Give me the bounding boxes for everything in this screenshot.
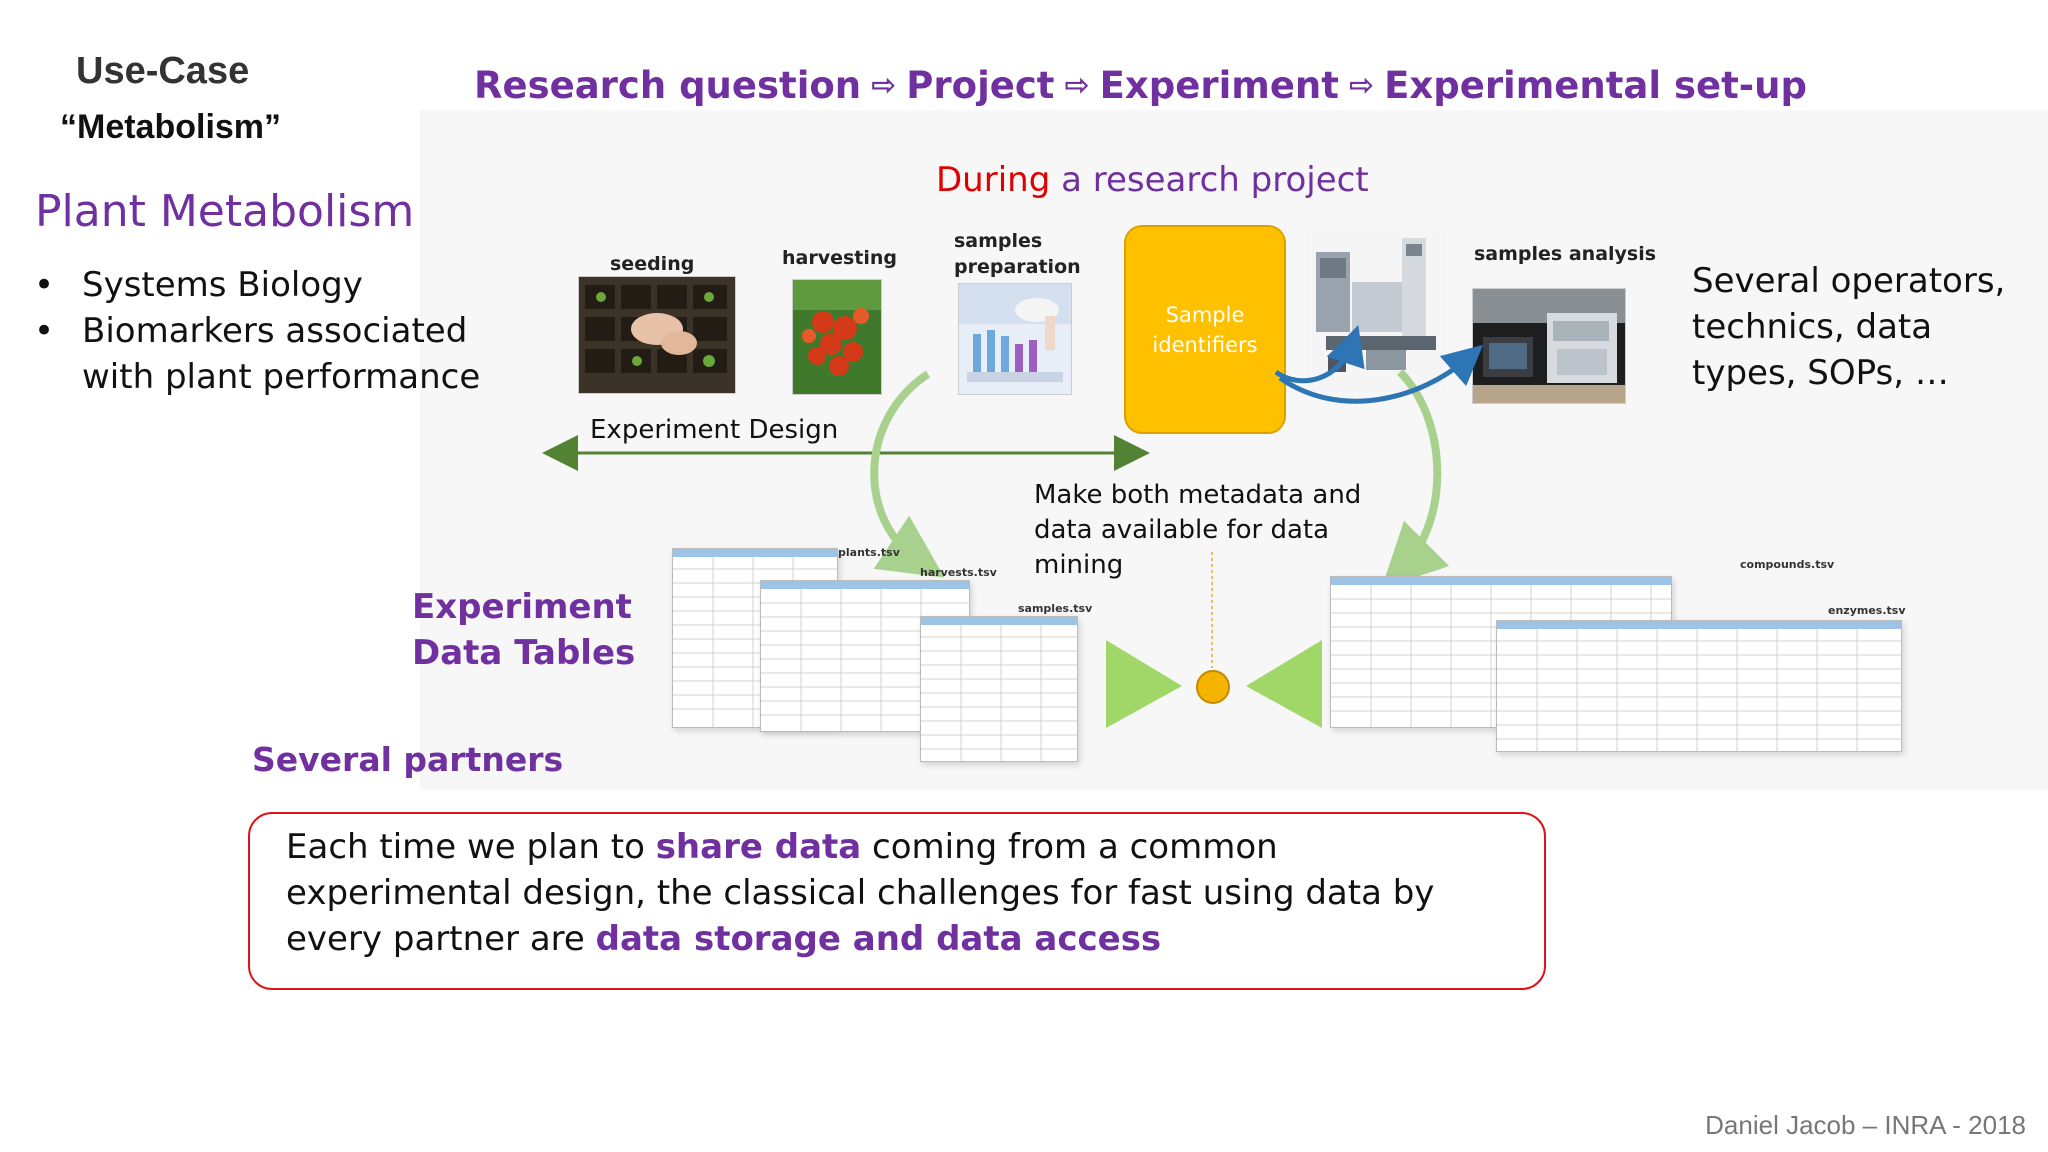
data-mining-dot bbox=[1196, 670, 1230, 704]
footer-credit: Daniel Jacob – INRA - 2018 bbox=[1705, 1110, 2026, 1140]
bullet-item: •Systems Biology bbox=[34, 262, 482, 308]
arrow-icon: ⇨ bbox=[1064, 68, 1090, 103]
bullet-icon: • bbox=[34, 265, 55, 305]
samples-table-title: samples.tsv bbox=[1018, 602, 1093, 615]
preparation-to-tables-arrow bbox=[870, 370, 945, 578]
seeding-label: seeding bbox=[610, 253, 695, 275]
bullet-item: •Biomarkers associated with plant perfor… bbox=[34, 308, 482, 400]
use-case-title: Use-Case bbox=[76, 50, 250, 92]
bullet-list: •Systems Biology •Biomarkers associated … bbox=[34, 262, 482, 400]
share-data-highlight: share data bbox=[655, 827, 862, 867]
right-funnel-triangle bbox=[1246, 640, 1322, 728]
compounds-table-title: compounds.tsv bbox=[1740, 558, 1835, 571]
sample-identifiers-box: Sample identifiers bbox=[1124, 225, 1286, 434]
seeding-photo bbox=[578, 276, 736, 394]
headline-research-question: Research question bbox=[474, 64, 862, 107]
make-both-available-text: Make both metadata and data available fo… bbox=[1034, 480, 1362, 580]
left-funnel-triangle bbox=[1106, 640, 1182, 728]
enzymes-table-title: enzymes.tsv bbox=[1828, 604, 1906, 617]
mass-spectrometer-photo bbox=[1306, 232, 1446, 392]
several-operators-text: Several operators, technics, data types,… bbox=[1692, 261, 2006, 393]
samples-table-thumb bbox=[920, 616, 1078, 762]
headline-experiment: Experiment bbox=[1099, 64, 1339, 107]
table-grid bbox=[921, 617, 1077, 761]
analysis-to-tables-arrow bbox=[1381, 369, 1450, 589]
callout-box: Each time we plan to share data coming f… bbox=[248, 812, 1546, 990]
identifiers-to-analysis-arrow bbox=[1278, 344, 1484, 404]
plants-table-title: plants.tsv bbox=[838, 546, 900, 559]
bullet-icon: • bbox=[34, 311, 55, 351]
harvests-table-title: harvests.tsv bbox=[920, 566, 997, 579]
workflow-headline: Research question ⇨ Project ⇨ Experiment ⇨ Exp… bbox=[474, 64, 1807, 107]
samples-preparation-photo bbox=[958, 283, 1072, 395]
arrow-icon: ⇨ bbox=[871, 68, 897, 103]
enzymes-table-thumb bbox=[1496, 620, 1902, 752]
samples-analysis-photo bbox=[1472, 288, 1626, 404]
harvesting-photo bbox=[792, 279, 882, 395]
use-case-subtitle: “Metabolism” bbox=[60, 108, 282, 146]
arrow-icon: ⇨ bbox=[1348, 68, 1375, 103]
headline-experimental-setup: Experimental set-up bbox=[1384, 64, 1807, 107]
plant-metabolism-title: Plant Metabolism bbox=[35, 186, 415, 237]
data-storage-highlight: data storage and data access bbox=[595, 919, 1162, 959]
experiment-design-label: Experiment Design bbox=[590, 415, 839, 445]
harvesting-label: harvesting bbox=[782, 247, 898, 269]
samples-preparation-label: samples preparation bbox=[954, 230, 1081, 278]
several-partners-label: Several partners bbox=[252, 740, 564, 779]
samples-analysis-label: samples analysis bbox=[1474, 243, 1657, 265]
during-research-project: During a research project bbox=[936, 160, 1369, 200]
table-grid bbox=[1497, 621, 1901, 751]
headline-project: Project bbox=[906, 64, 1055, 107]
identifiers-to-instrument-arrow bbox=[1274, 325, 1365, 384]
experiment-data-tables-label: Experiment Data Tables bbox=[412, 587, 636, 673]
